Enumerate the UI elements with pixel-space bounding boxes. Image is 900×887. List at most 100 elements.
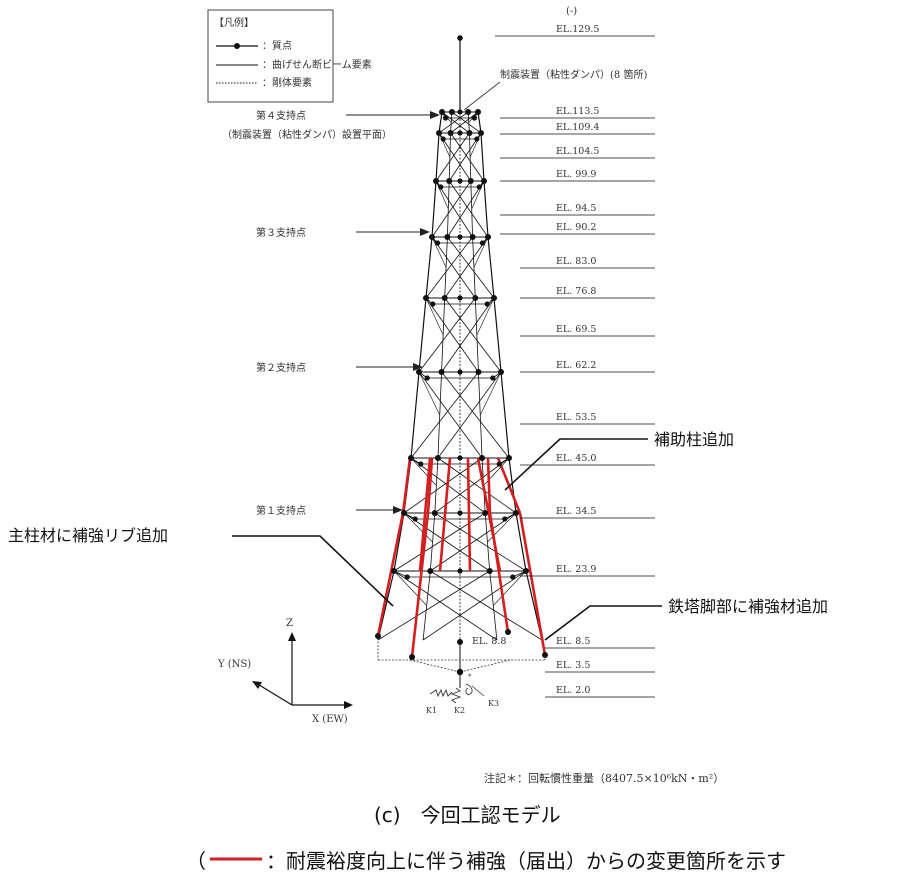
- tower-lattice: [393, 570, 427, 606]
- tower-brace: [430, 570, 543, 641]
- tower-lattice: [403, 512, 433, 543]
- tower-brace: [447, 236, 495, 299]
- legend-node-label: ：質点: [262, 39, 292, 52]
- center-node: [457, 130, 463, 136]
- panel-node: [476, 184, 482, 190]
- tower-leg: [480, 132, 485, 182]
- leg-base-node: [409, 654, 415, 660]
- tower-lattice: [473, 236, 489, 268]
- panel-node: [513, 510, 519, 516]
- panel-node: [471, 115, 477, 121]
- panel-node: [510, 574, 516, 580]
- tower-leg: [493, 297, 502, 373]
- tower-brace: [431, 180, 472, 238]
- base-rigid-diag-2: [459, 659, 511, 673]
- tower-lattice: [435, 180, 449, 210]
- panel-node: [479, 240, 485, 246]
- reinforcement-member: [476, 457, 502, 572]
- support-3-arrowhead: [420, 228, 430, 236]
- tower-brace: [444, 297, 502, 373]
- support-1-arrowhead: [393, 506, 403, 514]
- panel-node: [465, 109, 472, 115]
- spring-k1: [429, 688, 453, 698]
- tower-lattice: [425, 297, 444, 336]
- panel-node: [490, 375, 496, 381]
- elevation-label: EL.104.5: [556, 146, 599, 157]
- spring-k1-label: K1: [426, 706, 437, 715]
- tower-brace: [393, 570, 498, 641]
- callouts: 補助柱追加 主柱材に補強リブ追加 鉄塔脚部に補強材追加: [8, 430, 828, 641]
- elevation-label: EL. 76.8: [556, 286, 596, 297]
- z-axis-label: Z: [286, 618, 293, 629]
- tower-leg: [483, 180, 489, 238]
- auxiliary-column-callout: 補助柱追加: [654, 430, 734, 449]
- tower-brace: [430, 512, 517, 572]
- tower-lattice: [479, 371, 502, 416]
- panel-node: [446, 178, 453, 184]
- support-3-label: 第３支持点: [256, 226, 306, 239]
- support-2-label: 第２支持点: [256, 361, 306, 374]
- elevation-label: EL. 45.0: [556, 453, 596, 464]
- panel-node: [431, 510, 438, 516]
- support-4-note: （制震装置（粘性ダンパ）設置平面）: [222, 128, 392, 141]
- tower-brace: [444, 236, 489, 299]
- y-axis: [255, 682, 293, 706]
- tower-brace: [435, 132, 470, 182]
- tower-leg: [418, 297, 427, 373]
- tower-lattice: [438, 132, 451, 158]
- elevation-label: EL.129.5: [556, 24, 599, 35]
- panel-node: [448, 109, 455, 115]
- panel-node: [475, 369, 482, 375]
- x-axis-label: X (EW): [312, 714, 348, 725]
- panel-node: [479, 455, 486, 461]
- elevation-label: EL. 99.9: [556, 169, 596, 180]
- tower-leg: [438, 111, 443, 134]
- leg-reinforcement-callout: 鉄塔脚部に補強材追加: [668, 597, 828, 616]
- panel-node: [433, 178, 439, 184]
- panel-node: [391, 568, 397, 574]
- tower-brace: [447, 180, 485, 238]
- leg-base-node: [375, 633, 381, 639]
- tower-brace: [437, 457, 517, 514]
- y-arrowhead: [252, 681, 262, 689]
- panel-node: [434, 455, 441, 461]
- panel-node: [408, 455, 414, 461]
- panel-node: [418, 461, 424, 467]
- elevation-label: EL. 2.0: [556, 685, 590, 696]
- tower-brace: [450, 132, 485, 182]
- tower-brace: [434, 512, 527, 572]
- reinforcement-member: [418, 457, 432, 572]
- spring-k2-label: K2: [454, 706, 465, 715]
- tower-brace: [418, 371, 483, 459]
- panel-node: [475, 109, 481, 115]
- elevation-label: EL.113.5: [556, 106, 599, 117]
- tower-leg: [435, 132, 440, 182]
- panel-node: [469, 234, 476, 240]
- panel-node: [467, 178, 474, 184]
- elevation-label: EL. 53.5: [556, 412, 596, 423]
- panel-node: [401, 510, 407, 516]
- tower-brace: [431, 236, 476, 299]
- damper-label: 制震装置（粘性ダンパ）(8 箇所): [500, 68, 647, 81]
- panel-node: [466, 130, 473, 136]
- auxiliary-column-leader: [504, 438, 648, 491]
- footer-open-paren: （: [186, 849, 206, 873]
- base-rigid-diag-1: [409, 659, 461, 673]
- center-node: [457, 455, 463, 461]
- panel-node: [444, 234, 451, 240]
- panel-node: [416, 369, 422, 375]
- panel-node: [430, 301, 436, 307]
- axes: Z Y (NS) X (EW): [217, 618, 353, 725]
- leg-reinforcement-leader: [544, 605, 662, 641]
- elevation-label: EL. 83.0: [556, 256, 596, 267]
- tower-leg: [477, 111, 482, 134]
- panel-node: [481, 178, 487, 184]
- elevation-label: EL. 69.5: [556, 324, 596, 335]
- tower-brace: [403, 457, 483, 514]
- panel-node: [484, 301, 490, 307]
- center-node: [457, 109, 463, 115]
- panel-node: [404, 574, 410, 580]
- panel-node: [472, 295, 479, 301]
- main-column-rib-callout: 主柱材に補強リブ追加: [8, 526, 168, 545]
- spring-k3: [465, 683, 473, 695]
